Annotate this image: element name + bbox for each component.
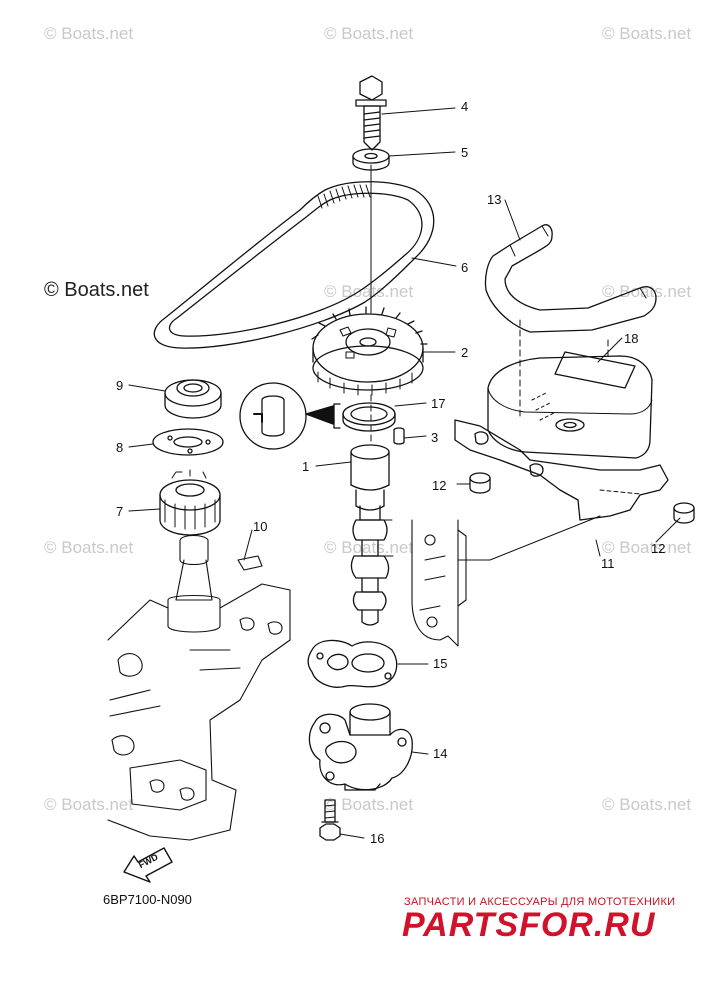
callout-18: 18 xyxy=(624,331,639,346)
callout-7: 7 xyxy=(116,504,124,519)
callout-5: 5 xyxy=(461,145,469,160)
callout-16: 16 xyxy=(370,831,385,846)
callout-8: 8 xyxy=(116,440,124,455)
callout-2: 2 xyxy=(461,345,469,360)
brand-tagline: ЗАПЧАСТИ И АКСЕССУАРЫ ДЛЯ МОТОТЕХНИКИ xyxy=(404,896,676,908)
plate-part xyxy=(152,428,224,456)
leader-lines xyxy=(128,107,681,839)
gasket-part xyxy=(307,639,398,688)
callout-1: 1 xyxy=(302,459,310,474)
grommet-part xyxy=(673,502,695,524)
cylinder-block xyxy=(411,515,601,647)
callout-3: 3 xyxy=(431,430,439,445)
oil-pump-part xyxy=(308,703,413,791)
brand-logo[interactable]: PARTSFOR.RU xyxy=(402,906,656,944)
callout-10: 10 xyxy=(253,519,268,534)
callout-14: 14 xyxy=(433,746,448,761)
callout-12b: 12 xyxy=(651,541,666,556)
belt-guard-part xyxy=(484,224,657,333)
callout-6: 6 xyxy=(461,260,469,275)
cam-pulley-part xyxy=(311,306,428,396)
fwd-arrow-icon xyxy=(123,847,173,883)
timing-belt-part xyxy=(153,181,435,349)
drive-sprocket-part xyxy=(159,469,221,536)
callout-17: 17 xyxy=(431,396,446,411)
grommet-part xyxy=(469,472,491,494)
powerhead-block xyxy=(107,534,291,841)
callout-4: 4 xyxy=(461,99,469,114)
callout-11: 11 xyxy=(601,556,615,571)
callout-15: 15 xyxy=(433,656,448,671)
nut-part xyxy=(164,379,222,419)
flywheel-cover-part xyxy=(454,355,669,521)
camshaft-part xyxy=(350,444,394,626)
decal-part xyxy=(554,351,636,389)
callout-9: 9 xyxy=(116,378,124,393)
callout-12: 12 xyxy=(432,478,447,493)
pump-bolt-part xyxy=(319,799,341,841)
callout-13: 13 xyxy=(487,192,502,207)
pin-part xyxy=(393,427,405,445)
oil-seal-part xyxy=(342,402,396,432)
bolt-part xyxy=(355,75,387,151)
diagram-code: 6BP7100-N090 xyxy=(103,892,192,907)
detail-inset xyxy=(239,382,341,450)
